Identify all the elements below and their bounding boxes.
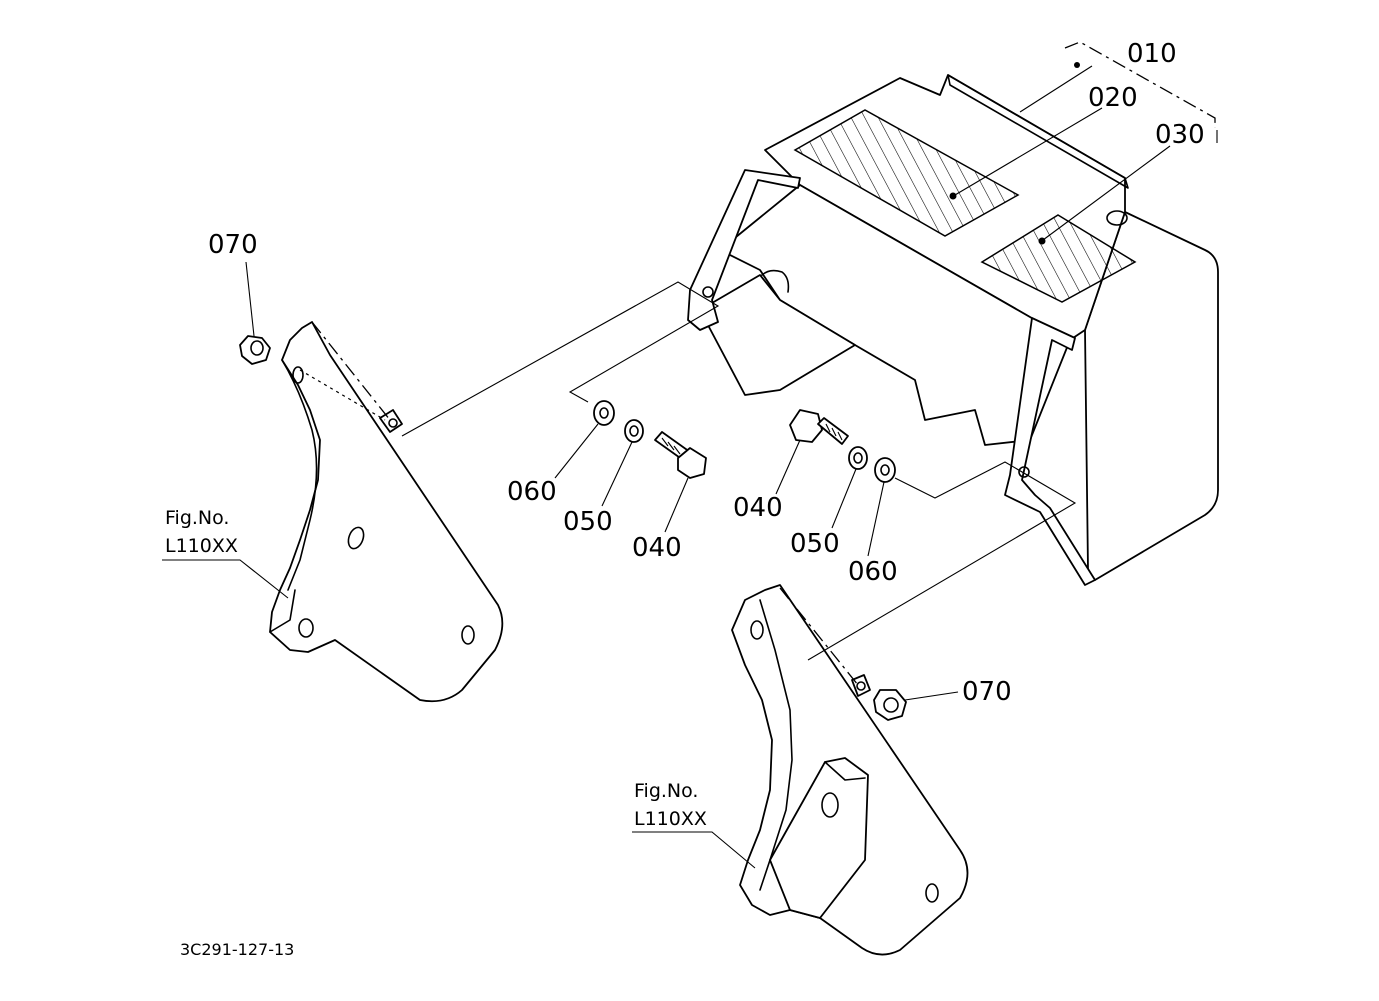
label-decal-030 <box>980 214 1137 303</box>
nut-070-right <box>873 689 907 721</box>
callout-070-right: 070 <box>962 677 1012 707</box>
washer-050-right <box>848 446 868 470</box>
cover-assembly <box>687 62 1219 586</box>
figref-left-line1: Fig.No. <box>165 507 229 529</box>
callout-070-left: 070 <box>208 230 258 260</box>
callout-060-left: 060 <box>507 477 557 507</box>
callout-040-left: 040 <box>632 533 682 563</box>
label-decal-020 <box>793 109 1020 237</box>
washer-060-left <box>593 400 615 426</box>
callout-010: 010 <box>1127 39 1177 69</box>
bolt-040-right <box>789 409 849 445</box>
callout-030: 030 <box>1155 120 1205 150</box>
callout-020: 020 <box>1088 83 1138 113</box>
drawing-code: 3C291-127-13 <box>180 940 294 959</box>
figref-right-line2: L110XX <box>634 808 707 830</box>
washer-060-right <box>874 457 896 483</box>
figref-left-line2: L110XX <box>165 535 238 557</box>
figref-right-line1: Fig.No. <box>634 780 698 802</box>
callout-060-right: 060 <box>848 557 898 587</box>
callout-050-right: 050 <box>790 529 840 559</box>
callout-050-left: 050 <box>563 507 613 537</box>
left-bracket <box>269 321 504 703</box>
callout-040-right: 040 <box>733 493 783 523</box>
right-bracket <box>731 584 969 956</box>
washer-050-left <box>624 419 644 443</box>
nut-070-left <box>239 335 271 365</box>
bolt-040-left <box>654 431 707 479</box>
